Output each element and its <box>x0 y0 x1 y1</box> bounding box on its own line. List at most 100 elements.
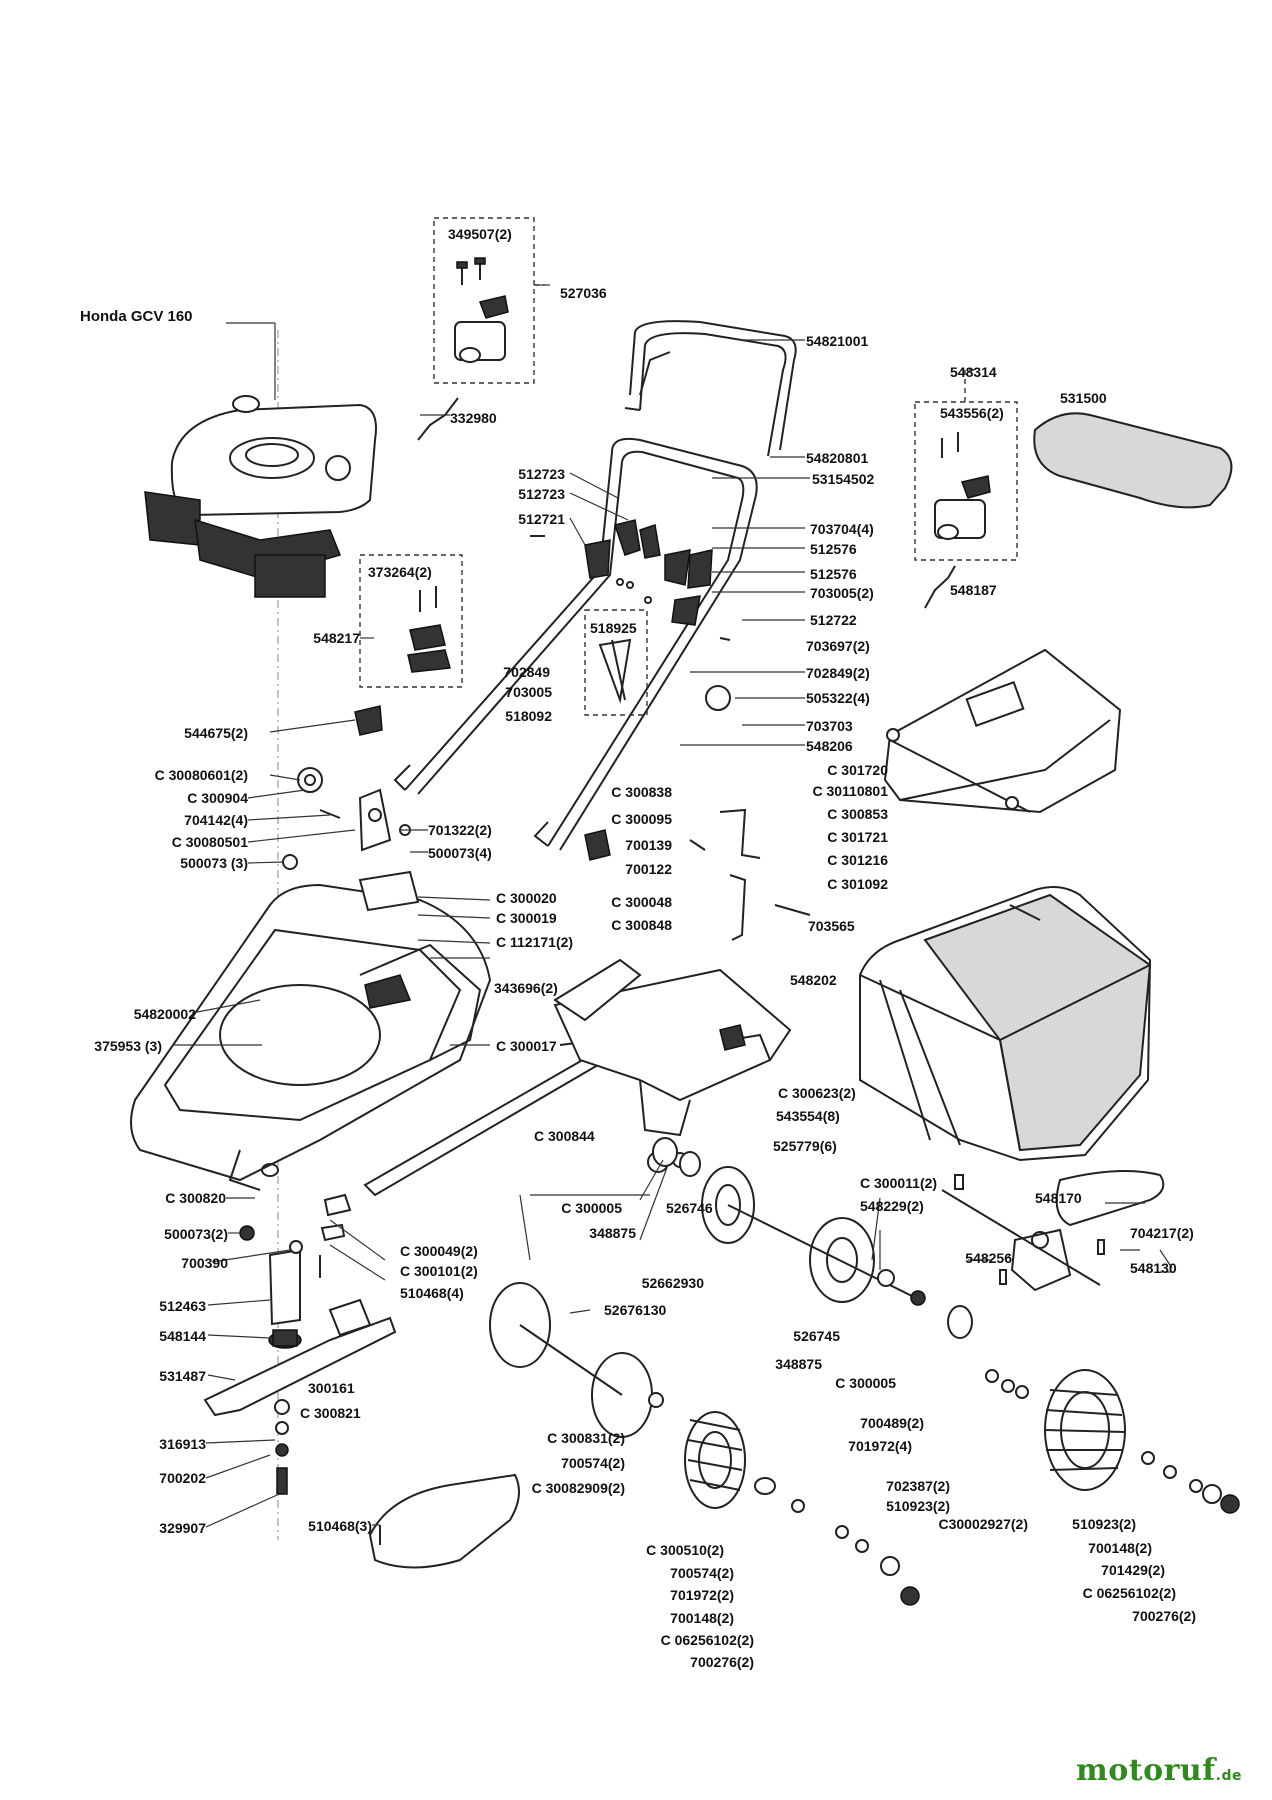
part-label: 700276(2) <box>1132 1608 1196 1624</box>
part-label: 512721 <box>518 511 565 527</box>
part-label: C 300831(2) <box>547 1430 625 1446</box>
part-label: C 112171(2) <box>496 934 574 950</box>
part-label: 543554(8) <box>776 1108 840 1124</box>
part-label: C 300844 <box>534 1128 595 1144</box>
brand-logo: motoruf.de <box>1076 1753 1242 1788</box>
mower-deck <box>130 883 492 1191</box>
part-label: 54820002 <box>133 1006 196 1022</box>
part-label: C 300510(2) <box>646 1542 724 1558</box>
part-label: 700574(2) <box>561 1455 625 1471</box>
part-label: 343696(2) <box>494 980 558 996</box>
gearbox <box>941 1170 1165 1292</box>
part-label: C 300820 <box>165 1190 226 1206</box>
part-label: C 300020 <box>496 890 557 906</box>
part-label: C 300005 <box>561 1200 622 1216</box>
part-label: 510923(2) <box>886 1498 950 1514</box>
part-label: 702387(2) <box>886 1478 950 1494</box>
cable-clips <box>598 638 632 704</box>
part-label: 701972(2) <box>670 1587 734 1603</box>
part-label: 700574(2) <box>670 1565 734 1581</box>
part-label: 701972(4) <box>848 1438 912 1454</box>
part-label: 548170 <box>1035 1190 1082 1206</box>
part-label: 701429(2) <box>1101 1562 1165 1578</box>
part-label: 526746 <box>666 1200 713 1216</box>
part-label: 548256 <box>965 1250 1012 1266</box>
part-label: 527036 <box>560 285 607 301</box>
part-label: 54821001 <box>806 333 869 349</box>
part-label: 700148(2) <box>1088 1540 1152 1556</box>
part-label: 500073 (3) <box>180 855 248 871</box>
part-label: 518092 <box>505 708 552 724</box>
part-label: C 300017 <box>496 1038 557 1054</box>
part-label: 703697(2) <box>806 638 870 654</box>
rear-axle <box>647 1151 973 1339</box>
part-label: 700148(2) <box>670 1610 734 1626</box>
part-label: 375953 (3) <box>94 1038 162 1054</box>
brand-suffix: .de <box>1215 1768 1242 1784</box>
part-label: 518925 <box>590 620 637 636</box>
lower-handle <box>393 437 758 851</box>
part-label: 349507(2) <box>448 226 512 242</box>
part-label: C 300049(2) <box>400 1243 478 1259</box>
part-label: 512723 <box>518 466 565 482</box>
part-label: C 300095 <box>611 811 672 827</box>
part-label: 548229(2) <box>860 1198 924 1214</box>
part-label: C 301092 <box>827 876 888 892</box>
brand-name: motoruf <box>1076 1753 1216 1788</box>
part-label: C 30110801 <box>812 783 888 799</box>
part-label: C 30080601(2) <box>154 767 248 783</box>
part-label: C 06256102(2) <box>660 1632 754 1648</box>
part-label: 525779(6) <box>773 1138 837 1154</box>
part-label: C 300853 <box>827 806 888 822</box>
engine-title: Honda GCV 160 <box>80 308 193 325</box>
part-label: 52676130 <box>604 1302 667 1318</box>
part-label: C 300838 <box>611 784 672 800</box>
part-label: C 30082909(2) <box>531 1480 625 1496</box>
upper-handle <box>624 320 797 457</box>
part-label: 548206 <box>806 738 853 754</box>
part-label: 701322(2) <box>428 822 492 838</box>
part-label: C 300101(2) <box>400 1263 478 1279</box>
part-label: 704217(2) <box>1130 1225 1194 1241</box>
handle-pad <box>1033 412 1233 509</box>
part-label: 505322(4) <box>806 690 870 706</box>
part-label: 500073(4) <box>428 845 492 861</box>
part-label: 703703 <box>806 718 853 734</box>
front-wheel-hardware <box>754 1369 1029 1606</box>
part-label: 700122 <box>625 861 672 877</box>
left-fittings <box>282 705 411 870</box>
part-label: 510923(2) <box>1072 1516 1136 1532</box>
clip-bracket <box>407 586 451 673</box>
deck-cover <box>358 870 420 912</box>
front-axle-wheels <box>489 1282 746 1509</box>
part-label: 700276(2) <box>690 1654 754 1670</box>
part-label: 531487 <box>159 1368 206 1384</box>
part-label: C 301720 <box>827 762 888 778</box>
part-label: 700390 <box>181 1255 228 1271</box>
part-label: 348875 <box>589 1225 636 1241</box>
right-lever-bracket <box>934 432 991 540</box>
part-label: 548144 <box>159 1328 206 1344</box>
part-label: 510468(4) <box>400 1285 464 1301</box>
grass-catcher <box>859 885 1152 1162</box>
part-label: 544675(2) <box>184 725 248 741</box>
part-label: C30002927(2) <box>938 1516 1028 1532</box>
part-label: 548130 <box>1130 1260 1177 1276</box>
part-label: 300161 <box>308 1380 355 1396</box>
part-label: 702849(2) <box>806 665 870 681</box>
part-label: C 300623(2) <box>778 1085 856 1101</box>
part-label: C 300019 <box>496 910 557 926</box>
rear-brackets <box>584 808 811 941</box>
pulley <box>652 1137 701 1177</box>
part-label: 548314 <box>950 364 997 380</box>
part-label: 703565 <box>808 918 855 934</box>
part-label: C 300011(2) <box>860 1175 938 1191</box>
part-label: 332980 <box>450 410 497 426</box>
part-label: 373264(2) <box>368 564 432 580</box>
part-label: 512576 <box>810 541 857 557</box>
part-label: C 300048 <box>611 894 672 910</box>
part-label: 329907 <box>159 1520 206 1536</box>
part-label: 700139 <box>625 837 672 853</box>
part-label: 348875 <box>775 1356 822 1372</box>
part-label: 510468(3) <box>308 1518 372 1534</box>
